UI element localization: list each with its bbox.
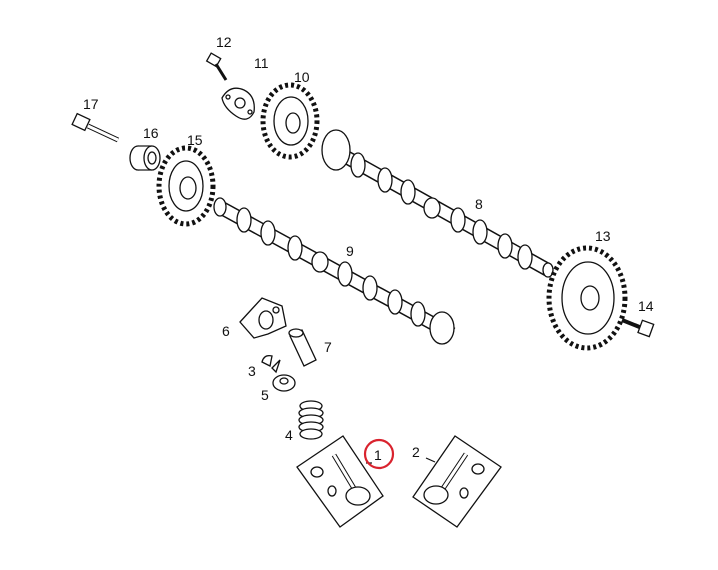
part-15-gear[interactable] [156, 145, 216, 227]
label-1[interactable]: 1 [374, 447, 382, 463]
part-9-camshaft[interactable] [213, 197, 456, 345]
label-6[interactable]: 6 [222, 323, 230, 339]
part-6-rocker-arm[interactable] [239, 297, 287, 339]
part-14-bolt[interactable] [621, 318, 655, 338]
label-12[interactable]: 12 [216, 34, 232, 50]
highlight-circle [363, 438, 395, 470]
label-9[interactable]: 9 [346, 243, 354, 259]
label-2[interactable]: 2 [412, 444, 420, 460]
label-3[interactable]: 3 [248, 363, 256, 379]
part-2-exhaust-valve-kit[interactable] [412, 435, 502, 528]
label-13[interactable]: 13 [595, 228, 611, 244]
label-10[interactable]: 10 [294, 69, 310, 85]
part-1-intake-valve-kit[interactable] [296, 435, 384, 528]
label-16[interactable]: 16 [143, 125, 159, 141]
part-7-lifter[interactable] [288, 328, 317, 367]
label-14[interactable]: 14 [638, 298, 654, 314]
part-10-gear[interactable] [260, 82, 320, 160]
label-8[interactable]: 8 [475, 196, 483, 212]
part-11-plate[interactable] [221, 87, 255, 120]
label-17[interactable]: 17 [83, 96, 99, 112]
part-3-valve-keepers[interactable] [261, 354, 281, 374]
part-4-valve-spring[interactable] [298, 400, 324, 440]
part-16-bushing[interactable] [129, 145, 161, 171]
part-13-gear[interactable] [546, 245, 628, 351]
part-5-retainer[interactable] [272, 374, 296, 392]
label-11[interactable]: 11 [254, 55, 269, 71]
part-17-bolt[interactable] [71, 112, 120, 143]
label-15[interactable]: 15 [187, 132, 203, 148]
label-5[interactable]: 5 [261, 387, 269, 403]
label-4[interactable]: 4 [285, 427, 293, 443]
label-7[interactable]: 7 [324, 339, 332, 355]
part-12-bolt[interactable] [205, 52, 228, 81]
part-8-camshaft[interactable] [321, 129, 554, 278]
